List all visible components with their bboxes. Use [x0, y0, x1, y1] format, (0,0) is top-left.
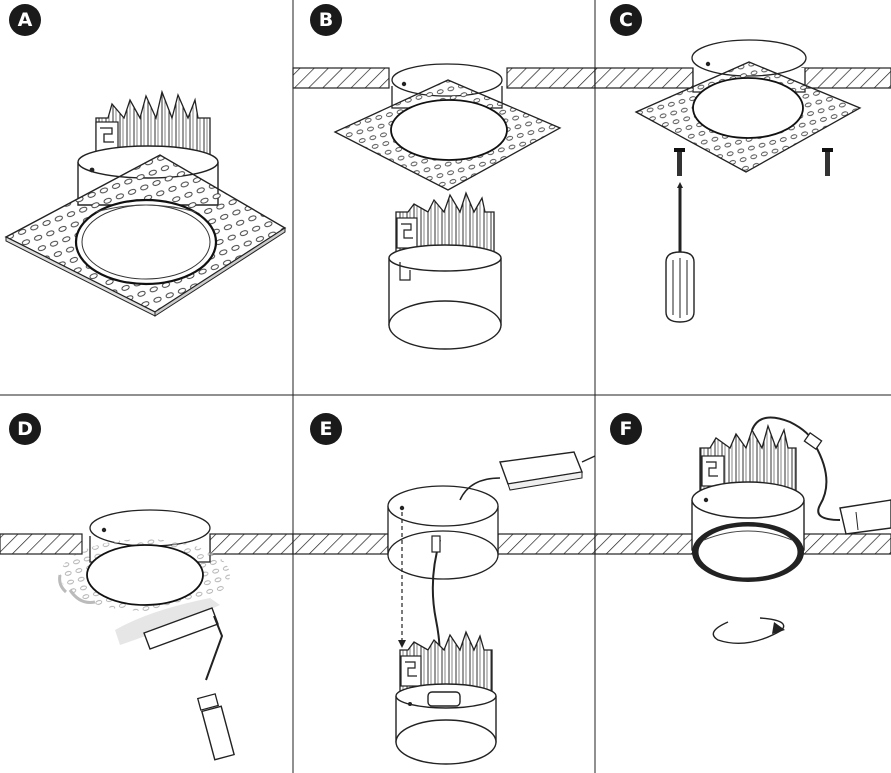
panel-f-illustration [594, 416, 891, 645]
driver-box-icon [499, 451, 596, 491]
panel-b-illustration [292, 63, 596, 350]
panel-e-illustration [292, 451, 596, 765]
screw-icon [674, 148, 833, 176]
panel-d-illustration [0, 509, 294, 761]
panel-a-illustration [4, 89, 287, 317]
screwdriver-icon [665, 182, 695, 323]
step-label-f: F [610, 413, 642, 445]
step-label-c: C [610, 4, 642, 36]
panel-c-illustration [594, 39, 891, 323]
paint-roller-icon [143, 607, 235, 761]
step-label-e: E [310, 413, 342, 445]
step-label-d: D [9, 413, 41, 445]
step-label-b: B [310, 4, 342, 36]
rotation-arrow-icon [712, 617, 785, 645]
step-label-a: A [9, 4, 41, 36]
